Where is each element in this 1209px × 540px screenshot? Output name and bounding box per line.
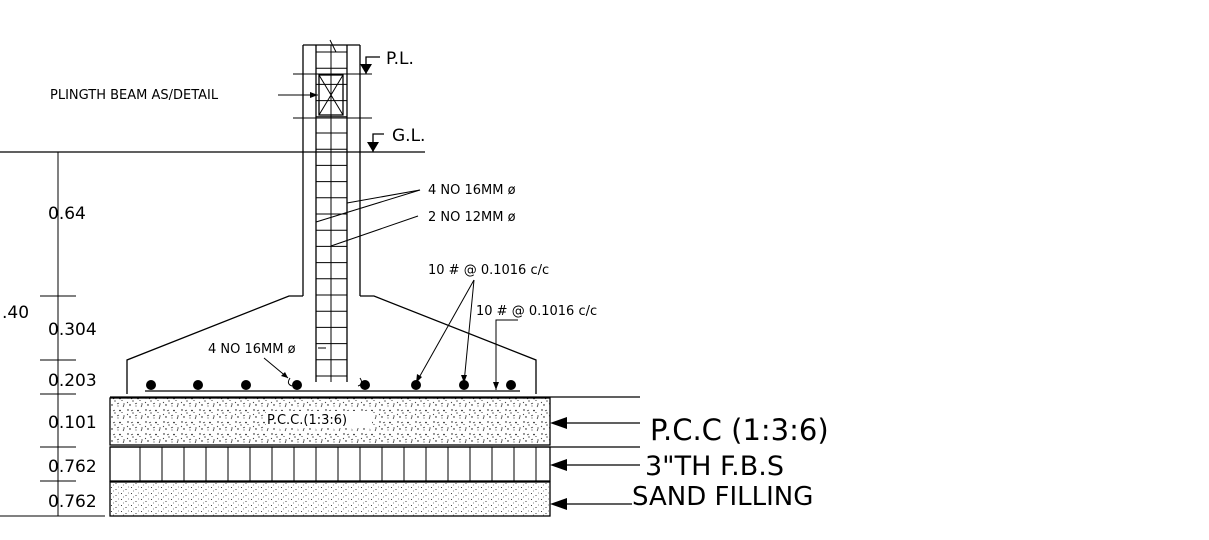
fbs-layer xyxy=(109,446,640,482)
footing-bars-label: 4 NO 16MM ø xyxy=(208,342,296,357)
pcc-inner-label: P.C.C.(1:3:6) xyxy=(267,413,347,428)
dim-0-101: 0.101 xyxy=(48,413,97,433)
footing-right-slope xyxy=(360,295,537,394)
ground-level-label: G.L. xyxy=(392,126,425,146)
fbs-layer-label: 3"TH F.B.S xyxy=(645,451,784,482)
pcc-layer xyxy=(109,396,640,446)
plinth-beam-label: PLINGTH BEAM AS/DETAIL xyxy=(50,88,219,103)
sand-layer-label: SAND FILLING xyxy=(632,482,813,512)
column-bars-main-label: 4 NO 16MM ø xyxy=(428,183,516,198)
column-bars-secondary-label: 2 NO 12MM ø xyxy=(428,210,516,225)
footing-left-slope xyxy=(126,295,303,394)
dim-0-304: 0.304 xyxy=(48,320,97,340)
dimension-chain xyxy=(0,151,105,517)
dim-0-203: 0.203 xyxy=(48,371,97,391)
sand-layer xyxy=(109,481,551,517)
stirrup-label-1: 10 # @ 0.1016 c/c xyxy=(428,263,549,278)
dim-0-762-b: 0.762 xyxy=(48,492,97,512)
footing-rebar xyxy=(145,377,520,392)
dim-0-762-a: 0.762 xyxy=(48,457,97,477)
level-markers xyxy=(352,56,384,152)
leader-lines xyxy=(263,92,640,510)
column xyxy=(293,39,372,382)
dim-0-64: 0.64 xyxy=(48,204,86,224)
plinth-level-label: P.L. xyxy=(386,49,414,69)
stirrup-label-2: 10 # @ 0.1016 c/c xyxy=(476,304,597,319)
dim-total-depth: .40 xyxy=(2,303,29,323)
pcc-layer-label: P.C.C (1:3:6) xyxy=(650,413,829,447)
